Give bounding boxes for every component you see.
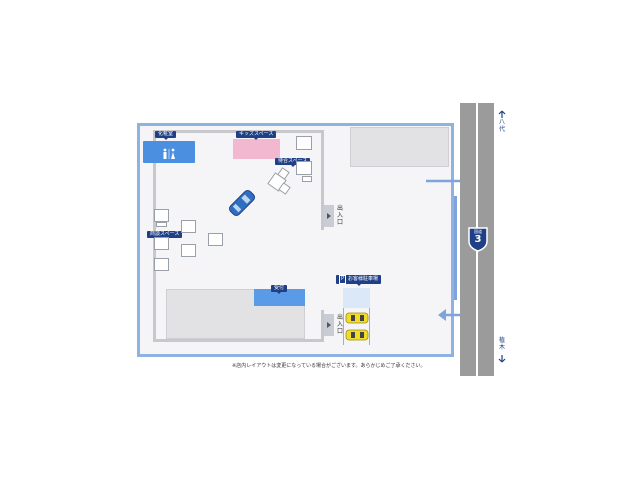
parking-area (343, 288, 370, 308)
entrance-label: 出入口 (336, 314, 343, 335)
waiting-table (296, 161, 312, 175)
route-number: 3 (474, 234, 482, 245)
car-icon (345, 329, 369, 341)
reception-counter (254, 289, 305, 306)
entrance-label: 出入口 (336, 205, 343, 226)
restroom-icon (163, 148, 175, 159)
meeting-table (154, 209, 169, 222)
arrow-down-icon (498, 355, 506, 363)
direction-north: 八代 (498, 119, 505, 133)
meeting-table (208, 233, 223, 246)
direction-south: 植木 (498, 337, 505, 351)
car-icon (345, 312, 369, 324)
meeting-table (154, 237, 169, 250)
outbuilding (350, 127, 449, 167)
reception-label: 受付 (271, 285, 288, 294)
meeting-table (181, 244, 196, 257)
arrow-up-icon (498, 110, 506, 118)
access-arrow (454, 196, 457, 300)
showroom-wall (321, 310, 324, 342)
meeting-chair (156, 222, 167, 227)
arrow-right-icon (327, 322, 331, 328)
showroom-wall (321, 130, 324, 230)
arrow-right-icon (327, 213, 331, 219)
kids-space-area (233, 139, 280, 159)
meeting-table (154, 258, 169, 271)
parking-label-text: お客様駐車場 (348, 276, 379, 282)
car-icon (229, 190, 255, 216)
parking-space (343, 308, 370, 345)
meeting-table (181, 220, 196, 233)
route-type: 国道 (474, 229, 482, 234)
kids-space-label: キッズスペース (236, 131, 277, 140)
waiting-chair (302, 176, 312, 182)
layout-note: ※店内レイアウトは変更になっている場合がございます。あらかじめご了承ください。 (232, 363, 426, 369)
waiting-table (296, 136, 312, 150)
waiting-space-label: 待合スペース (275, 158, 311, 167)
route-sign-icon (468, 227, 488, 252)
restroom-label: 化粧室 (155, 131, 177, 140)
parking-icon: P (339, 275, 347, 284)
